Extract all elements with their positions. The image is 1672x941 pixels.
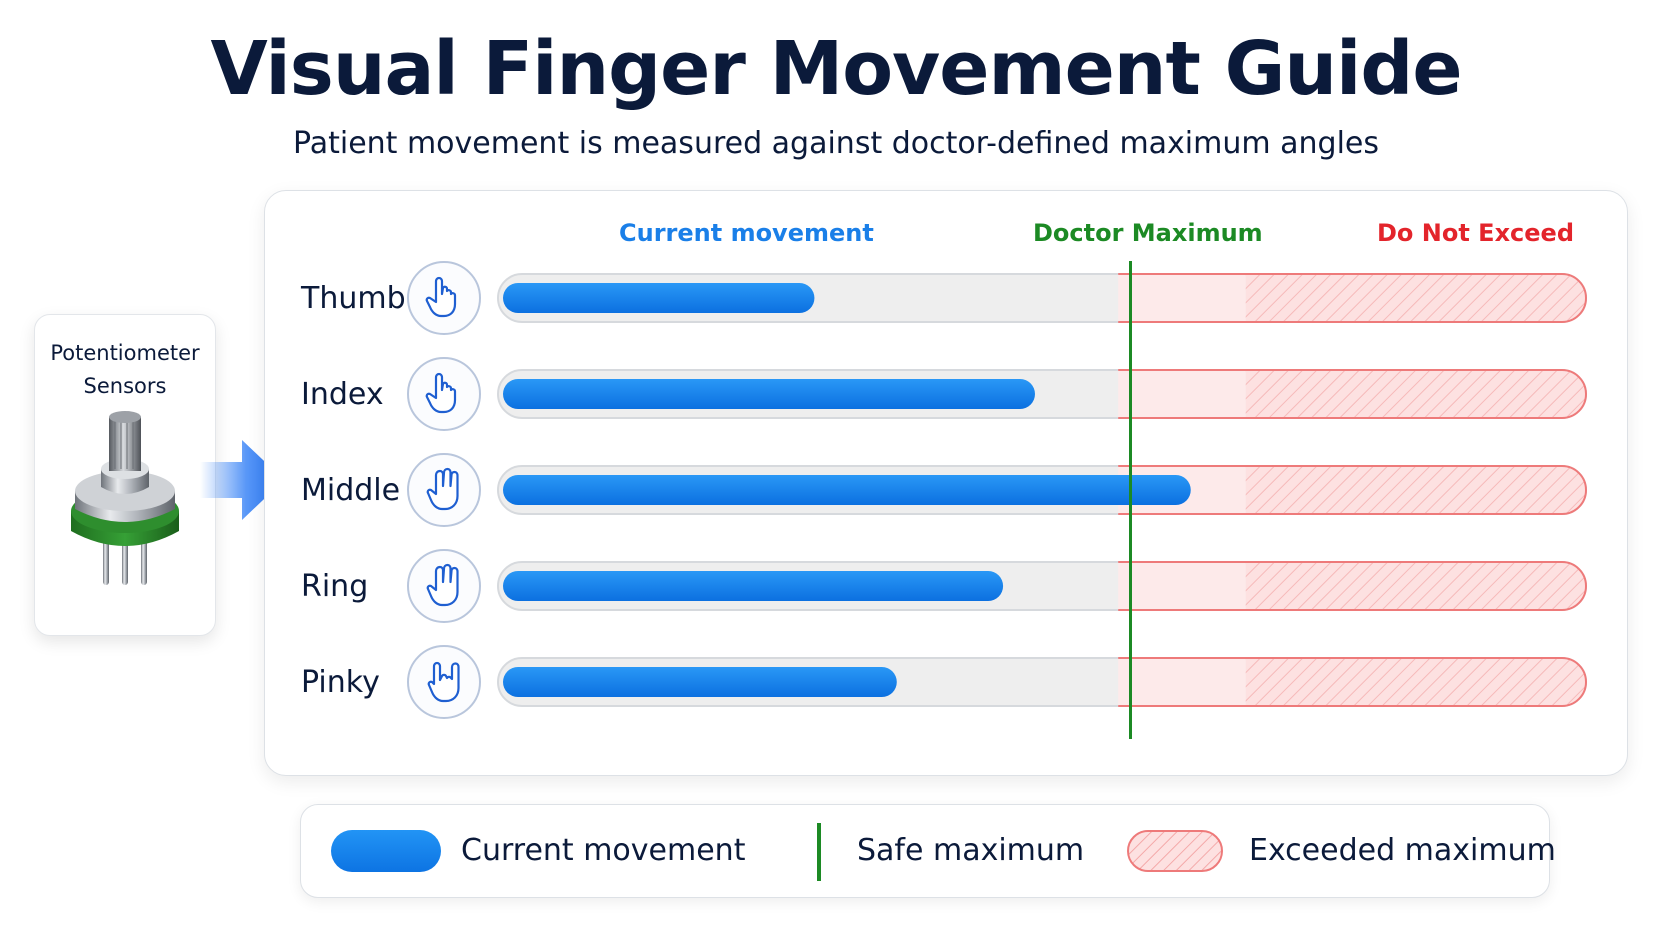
column-label-current: Current movement xyxy=(619,219,874,247)
pointing-hand-icon xyxy=(407,357,481,431)
current-movement-bar xyxy=(503,475,1191,505)
current-movement-bar xyxy=(503,571,1004,601)
exceed-outline xyxy=(1118,273,1587,323)
legend-swatch-safe xyxy=(817,823,821,881)
finger-name: Thumb xyxy=(301,281,406,316)
page-subtitle: Patient movement is measured against doc… xyxy=(292,126,1380,161)
movement-track xyxy=(497,465,1587,515)
arrow-right-icon xyxy=(200,440,284,520)
exceed-zone-light xyxy=(1118,274,1246,322)
current-movement-bar xyxy=(503,283,815,313)
exceed-zone xyxy=(1245,562,1586,610)
exceed-zone xyxy=(1245,466,1586,514)
sensor-label: Potentiometer Sensors xyxy=(35,337,215,403)
finger-row-middle: Middle xyxy=(265,453,1627,533)
exceed-zone-light xyxy=(1118,370,1246,418)
exceed-zone-light xyxy=(1118,658,1246,706)
sensor-label-line2: Sensors xyxy=(83,374,167,398)
open-hand-icon xyxy=(407,549,481,623)
potentiometer-icon xyxy=(71,411,179,585)
movement-panel: Current movement Doctor Maximum Do Not E… xyxy=(264,190,1628,776)
page-title: Visual Finger Movement Guide xyxy=(210,26,1462,112)
sensor-card: Potentiometer Sensors xyxy=(34,314,216,636)
finger-name: Middle xyxy=(301,473,401,508)
exceed-zone-light xyxy=(1118,562,1246,610)
exceed-outline xyxy=(1118,657,1587,707)
finger-name: Pinky xyxy=(301,665,380,700)
column-label-doctor-maximum: Doctor Maximum xyxy=(1033,219,1263,247)
exceed-zone xyxy=(1245,274,1586,322)
movement-track xyxy=(497,369,1587,419)
legend-swatch-exceeded xyxy=(1127,830,1223,872)
exceed-outline xyxy=(1118,465,1587,515)
rock-hand-icon xyxy=(407,645,481,719)
legend-swatch-current xyxy=(331,830,441,872)
pointing-hand-icon xyxy=(407,261,481,335)
movement-track xyxy=(497,561,1587,611)
finger-row-thumb: Thumb xyxy=(265,261,1627,341)
current-movement-bar xyxy=(503,667,897,697)
legend-label-current: Current movement xyxy=(461,833,746,868)
legend-label-exceeded: Exceeded maximum xyxy=(1249,833,1556,868)
exceed-outline xyxy=(1118,369,1587,419)
current-movement-bar xyxy=(503,379,1035,409)
exceed-zone xyxy=(1245,370,1586,418)
legend-label-safe: Safe maximum xyxy=(857,833,1085,868)
finger-name: Ring xyxy=(301,569,369,604)
doctor-maximum-line xyxy=(1129,261,1132,739)
movement-track xyxy=(497,273,1587,323)
finger-row-ring: Ring xyxy=(265,549,1627,629)
finger-row-pinky: Pinky xyxy=(265,645,1627,725)
sensor-label-line1: Potentiometer xyxy=(50,341,200,365)
legend: Current movement Safe maximum Exceeded m… xyxy=(300,804,1556,898)
open-hand-icon xyxy=(407,453,481,527)
column-label-do-not-exceed: Do Not Exceed xyxy=(1377,219,1575,247)
exceed-outline xyxy=(1118,561,1587,611)
movement-track xyxy=(497,657,1587,707)
exceed-zone xyxy=(1245,658,1586,706)
finger-row-index: Index xyxy=(265,357,1627,437)
finger-name: Index xyxy=(301,377,384,412)
